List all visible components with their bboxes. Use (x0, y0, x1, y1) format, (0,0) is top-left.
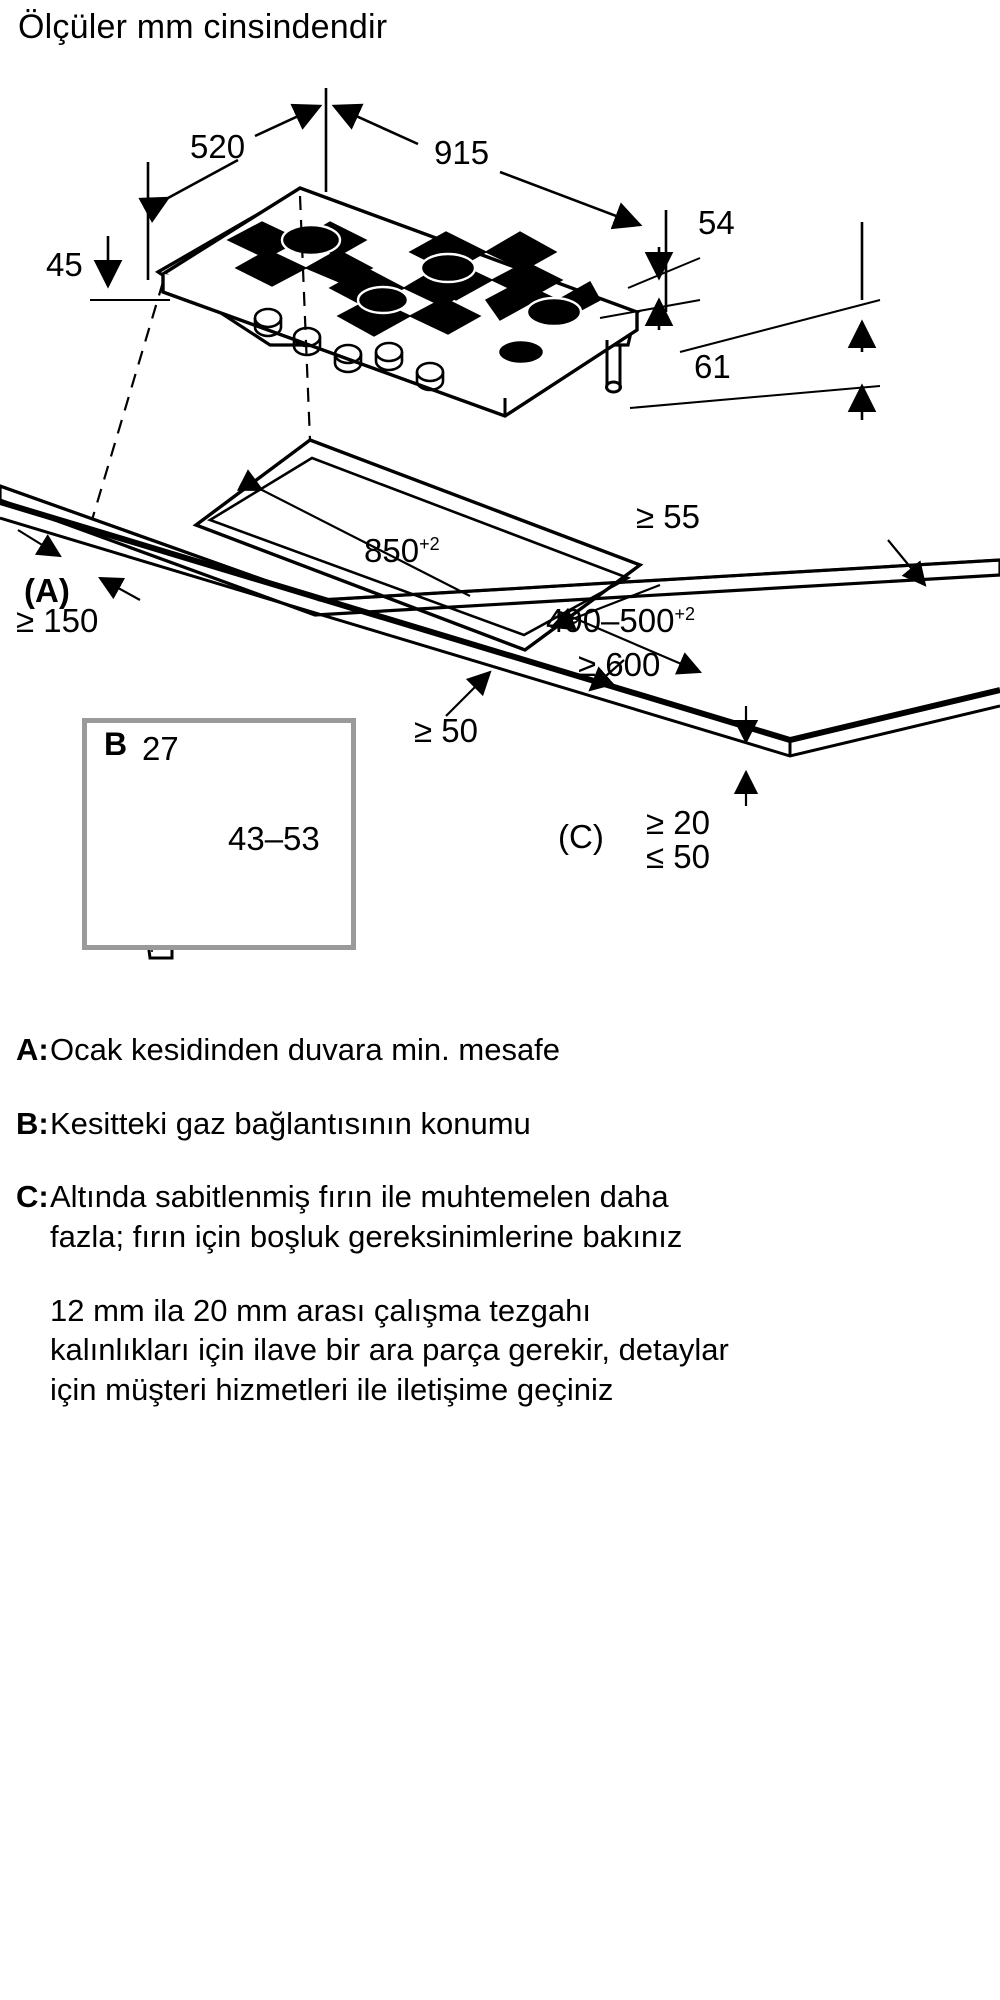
cutout-depth-tolerance: +2 (674, 604, 696, 624)
dim-label-width: 915 (434, 134, 490, 171)
dim-label-worktop-range: ≥ 20 ≤ 50 (646, 806, 710, 876)
burner-grates (226, 221, 601, 337)
callout-c-key: (C) (558, 818, 604, 855)
cutout-width-tolerance: +2 (419, 534, 440, 554)
legend-key-b: B: (16, 1105, 49, 1141)
dim-label-side-min: ≥ 50 (414, 712, 478, 749)
legend-item-c: C: Altında sabitlenmiş fırın ile muhteme… (16, 1177, 736, 1256)
top-dimension-lines (138, 88, 668, 312)
dim-label-top-frame-height: 54 (698, 204, 735, 241)
dim-54-arrows (599, 247, 701, 330)
dim-label-wall-min: ≥ 150 (16, 602, 99, 639)
worktop-min: ≥ 20 (646, 804, 710, 841)
legend-text-a: Ocak kesidinden duvara min. mesafe (50, 1032, 561, 1067)
dim-label-rear-min: ≥ 55 (636, 498, 700, 535)
dim-label-body-depth-height: 61 (694, 348, 731, 385)
cutout-width-value: 850 (364, 532, 420, 569)
callout-a-key: (A) (24, 572, 70, 609)
legend-key-a: A: (16, 1032, 49, 1067)
dim-61-arrows (629, 222, 881, 420)
page-title: Ölçüler mm cinsindendir (18, 8, 388, 46)
dim-label-front-left-height: 45 (46, 246, 83, 283)
dim-label-below-min: ≥ 600 (578, 646, 661, 683)
worktop-max: ≤ 50 (646, 837, 710, 875)
dim-label-depth: 520 (190, 128, 246, 165)
hob-illustration (154, 186, 641, 418)
legend-text-b: Kesitteki gaz bağlantısının konumu (50, 1105, 531, 1141)
legend-key-c: C: (16, 1179, 49, 1215)
detail-b-frame (82, 718, 356, 950)
dim-label-b-offset: 27 (142, 730, 179, 767)
dim-label-cutout-width: 850+2 (364, 532, 440, 569)
legend-footnote: 12 mm ila 20 mm arası çalışma tezgahı ka… (50, 1292, 729, 1408)
detail-b-key: B (104, 726, 128, 762)
dim-label-b-height-range: 43–53 (228, 820, 320, 857)
legend-item-b: B: Kesitteki gaz bağlantısının konumu (16, 1104, 736, 1144)
legend-text-c: Altında sabitlenmiş fırın ile muhtemelen… (50, 1179, 683, 1255)
legend-list: A: Ocak kesidinden duvara min. mesafe B:… (16, 1030, 736, 1410)
burner-caps (280, 223, 583, 366)
cutout-depth-value: 490–500 (546, 602, 675, 639)
dim-45-arrow (90, 236, 170, 301)
worktop-illustration (0, 195, 1000, 758)
control-knobs (253, 307, 445, 392)
dim-label-cutout-depth: 490–500+2 (546, 602, 696, 639)
legend-item-a: A: Ocak kesidinden duvara min. mesafe (16, 1030, 736, 1070)
